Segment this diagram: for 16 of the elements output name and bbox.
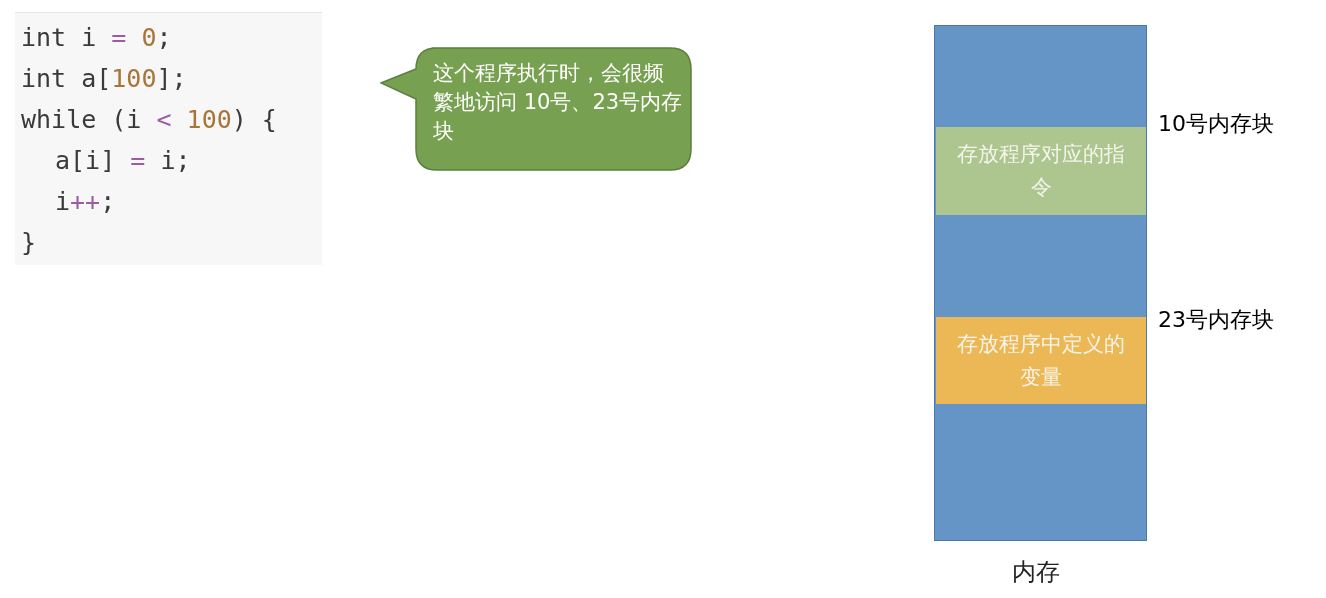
code-line: a[i] = i; bbox=[55, 145, 191, 177]
code-line: } bbox=[21, 227, 37, 259]
code-line: i++; bbox=[55, 186, 116, 218]
code-panel bbox=[15, 12, 322, 265]
block-number-label: 23号内存块 bbox=[1158, 306, 1274, 334]
code-line: int i = 0; bbox=[21, 22, 172, 54]
speech-bubble bbox=[380, 47, 692, 171]
block-text: 存放程序对应的指令 bbox=[956, 141, 1126, 201]
bubble-text: 这个程序执行时，会很频繁地访问 10号、23号内存块 bbox=[433, 60, 683, 145]
code-line: int a[100]; bbox=[21, 63, 187, 95]
memory-block bbox=[936, 127, 1146, 215]
memory-block bbox=[936, 317, 1146, 404]
memory-label: 内存 bbox=[1012, 557, 1060, 588]
block-number-label: 10号内存块 bbox=[1158, 110, 1274, 138]
block-text: 存放程序中定义的变量 bbox=[956, 330, 1126, 391]
code-line: while (i < 100) { bbox=[21, 104, 277, 136]
